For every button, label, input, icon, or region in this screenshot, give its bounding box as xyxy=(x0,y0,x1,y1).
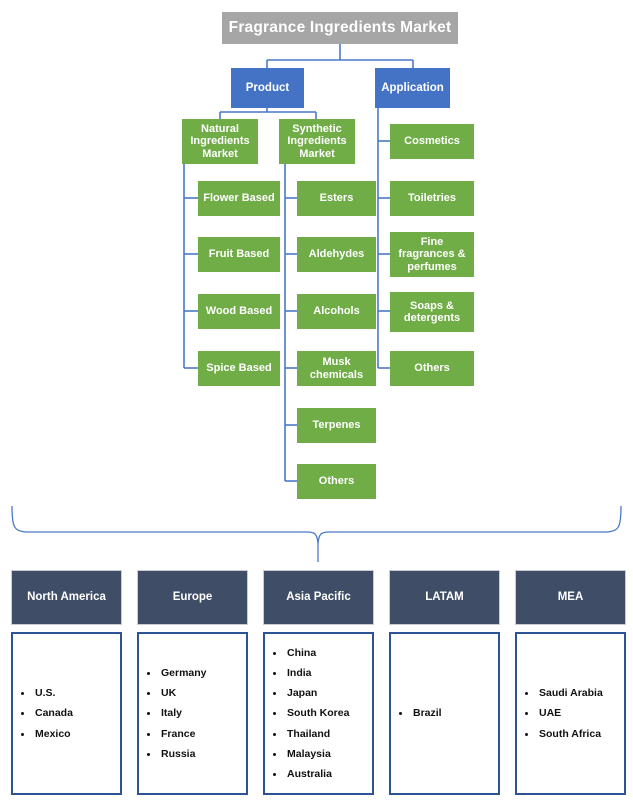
region-header-asia-pacific[interactable]: Asia Pacific xyxy=(263,570,374,625)
leaf-box-spice-based[interactable]: Spice Based xyxy=(198,351,280,386)
diagram-title-box: Fragrance Ingredients Market xyxy=(222,12,458,44)
list-item: Thailand xyxy=(285,724,349,744)
leaf-box-alcohols[interactable]: Alcohols xyxy=(297,294,376,329)
region-panel-mea: Saudi Arabia UAE South Africa xyxy=(515,632,626,795)
region-header-label: Europe xyxy=(172,591,213,604)
region-panel-europe: Germany UK Italy France Russia xyxy=(137,632,248,795)
country-list-asia-pacific: China India Japan South Korea Thailand M… xyxy=(265,643,349,784)
list-item: France xyxy=(159,724,207,744)
list-item: Mexico xyxy=(33,724,73,744)
leaf-box-others-synthetic[interactable]: Others xyxy=(297,464,376,499)
leaf-label: Aldehydes xyxy=(308,248,365,261)
leaf-box-soaps-detergents[interactable]: Soaps & detergents xyxy=(390,292,474,332)
country-list-mea: Saudi Arabia UAE South Africa xyxy=(517,683,603,743)
region-header-label: Asia Pacific xyxy=(286,591,351,604)
list-item: China xyxy=(285,643,349,663)
category-label-synthetic: Synthetic Ingredients Market xyxy=(287,123,347,160)
leaf-label: Terpenes xyxy=(312,419,361,432)
diagram-title-text: Fragrance Ingredients Market xyxy=(228,19,452,37)
country-list-latam: Brazil xyxy=(391,703,442,723)
leaf-label: Others xyxy=(414,362,450,375)
leaf-box-toiletries[interactable]: Toiletries xyxy=(390,181,474,216)
list-item: Malaysia xyxy=(285,744,349,764)
branch-box-application[interactable]: Application xyxy=(375,68,450,108)
list-item: Canada xyxy=(33,703,73,723)
leaf-label: Others xyxy=(318,475,355,488)
region-header-europe[interactable]: Europe xyxy=(137,570,248,625)
leaf-label: Alcohols xyxy=(313,305,360,318)
branch-box-product[interactable]: Product xyxy=(231,68,304,108)
region-header-label: MEA xyxy=(557,591,584,604)
leaf-label: Fruit Based xyxy=(208,248,270,261)
leaf-label: Flower Based xyxy=(203,192,275,205)
leaf-label: Spice Based xyxy=(206,362,272,375)
list-item: South Korea xyxy=(285,703,349,723)
leaf-box-cosmetics[interactable]: Cosmetics xyxy=(390,124,474,159)
list-item: UK xyxy=(159,683,207,703)
leaf-label: Fine fragrances & perfumes xyxy=(398,236,466,273)
region-header-mea[interactable]: MEA xyxy=(515,570,626,625)
list-item: Russia xyxy=(159,744,207,764)
country-list-north-america: U.S. Canada Mexico xyxy=(13,683,73,743)
leaf-label: Wood Based xyxy=(205,305,273,318)
leaf-box-esters[interactable]: Esters xyxy=(297,181,376,216)
leaf-label: Esters xyxy=(319,192,354,205)
list-item: Brazil xyxy=(411,703,442,723)
leaf-label: Musk chemicals xyxy=(309,356,364,381)
category-box-synthetic-ingredients-market[interactable]: Synthetic Ingredients Market xyxy=(279,119,355,164)
leaf-box-terpenes[interactable]: Terpenes xyxy=(297,408,376,443)
leaf-label: Soaps & detergents xyxy=(403,299,461,324)
category-box-natural-ingredients-market[interactable]: Natural Ingredients Market xyxy=(182,119,258,164)
list-item: Italy xyxy=(159,703,207,723)
list-item: U.S. xyxy=(33,683,73,703)
leaf-box-fruit-based[interactable]: Fruit Based xyxy=(198,237,280,272)
branch-label-application: Application xyxy=(381,81,444,94)
region-panel-asia-pacific: China India Japan South Korea Thailand M… xyxy=(263,632,374,795)
region-panel-north-america: U.S. Canada Mexico xyxy=(11,632,122,795)
list-item: South Africa xyxy=(537,724,603,744)
category-label-natural: Natural Ingredients Market xyxy=(190,123,250,160)
list-item: Japan xyxy=(285,683,349,703)
region-header-label: LATAM xyxy=(425,591,464,604)
leaf-box-fine-fragrances-perfumes[interactable]: Fine fragrances & perfumes xyxy=(390,232,474,277)
region-header-label: North America xyxy=(27,591,106,604)
region-header-latam[interactable]: LATAM xyxy=(389,570,500,625)
list-item: India xyxy=(285,663,349,683)
leaf-box-flower-based[interactable]: Flower Based xyxy=(198,181,280,216)
leaf-label: Cosmetics xyxy=(404,135,460,148)
leaf-box-wood-based[interactable]: Wood Based xyxy=(198,294,280,329)
list-item: Germany xyxy=(159,663,207,683)
country-list-europe: Germany UK Italy France Russia xyxy=(139,663,207,764)
leaf-box-musk-chemicals[interactable]: Musk chemicals xyxy=(297,351,376,386)
list-item: UAE xyxy=(537,703,603,723)
branch-label-product: Product xyxy=(245,81,290,94)
region-header-north-america[interactable]: North America xyxy=(11,570,122,625)
leaf-box-others-application[interactable]: Others xyxy=(390,351,474,386)
list-item: Australia xyxy=(285,764,349,784)
leaf-label: Toiletries xyxy=(407,192,457,205)
leaf-box-aldehydes[interactable]: Aldehydes xyxy=(297,237,376,272)
region-panel-latam: Brazil xyxy=(389,632,500,795)
list-item: Saudi Arabia xyxy=(537,683,603,703)
